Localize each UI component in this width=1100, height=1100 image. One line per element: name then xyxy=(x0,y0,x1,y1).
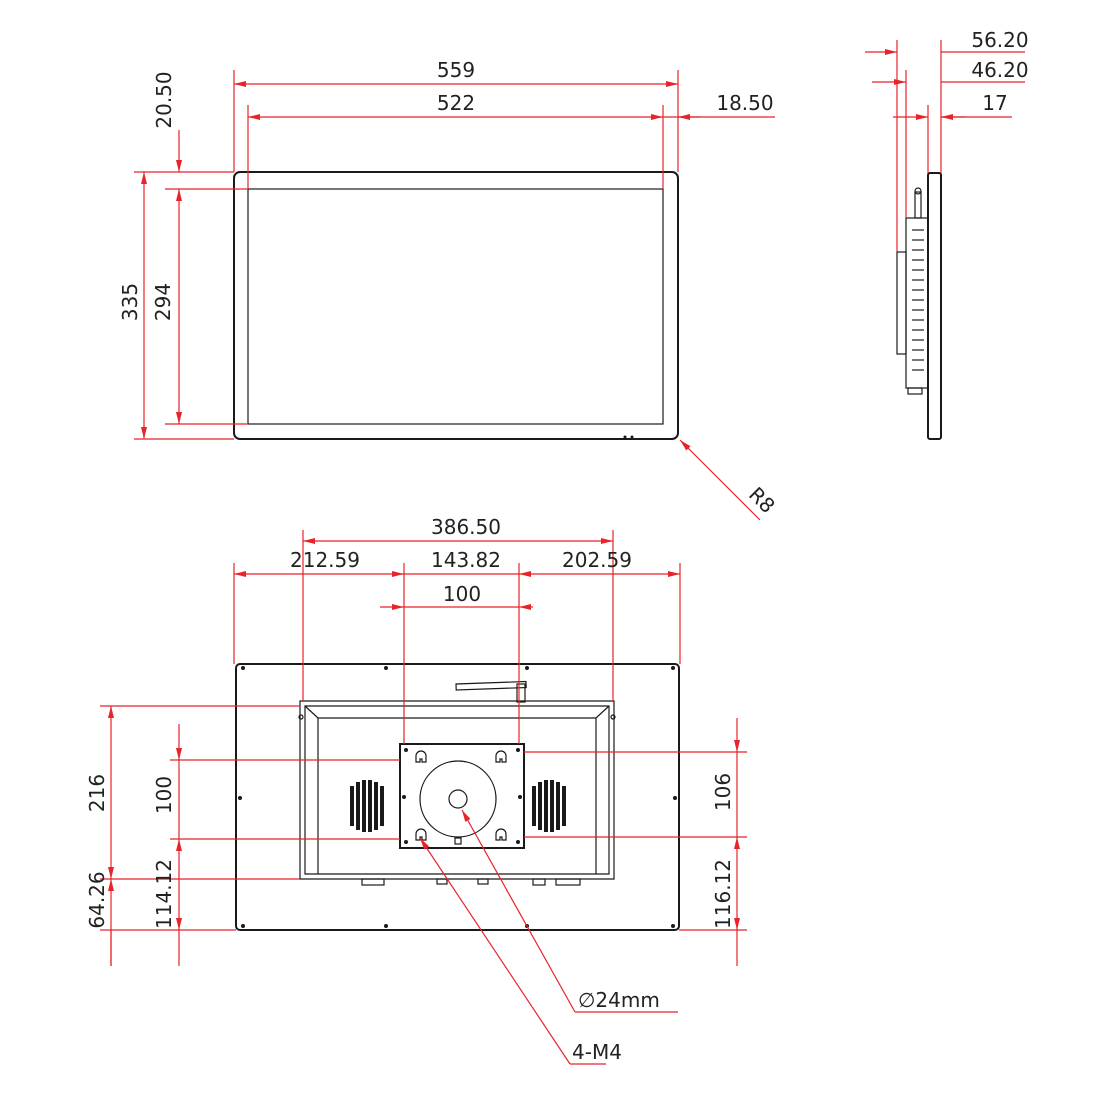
dim-total-depth: 56.20 xyxy=(971,28,1028,52)
side-body xyxy=(905,217,929,389)
front-indicator-led-2 xyxy=(630,435,634,439)
vesa-center-disc xyxy=(419,760,497,838)
front-view: 559 522 18.50 20.50 335 294 R8 xyxy=(118,58,780,521)
dim-vesa-horizontal: 100 xyxy=(443,582,481,606)
leader-hole-diameter xyxy=(461,809,576,1013)
side-antenna-tip xyxy=(914,187,922,195)
dim-line-corner-radius xyxy=(679,439,761,521)
rear-bottom-connectors xyxy=(361,878,581,886)
dim-left-bottom-offset: 64.26 xyxy=(85,871,109,928)
front-screen-area xyxy=(247,188,664,425)
dim-screen-height: 294 xyxy=(151,283,175,321)
dim-bezel-side: 18.50 xyxy=(716,91,773,115)
side-vent-slots xyxy=(912,229,924,371)
leader-screw-spec xyxy=(419,837,571,1065)
dim-outer-width: 559 xyxy=(437,58,475,82)
side-panel xyxy=(927,172,942,440)
rear-frame-screws xyxy=(238,666,677,928)
rear-outer-frame xyxy=(235,663,680,931)
dim-mid-span: 143.82 xyxy=(431,548,501,572)
side-bracket xyxy=(896,251,907,355)
side-connector xyxy=(907,387,923,395)
dim-body-depth: 46.20 xyxy=(971,58,1028,82)
dim-right-offset: 202.59 xyxy=(562,548,632,572)
dim-left-offset: 212.59 xyxy=(290,548,360,572)
rear-view: 386.50 212.59 143.82 202.59 100 216 64.2… xyxy=(85,515,747,1065)
dim-outer-height: 335 xyxy=(118,283,142,321)
dim-corner-radius: R8 xyxy=(744,482,780,518)
front-indicator-led xyxy=(623,435,627,439)
vesa-mount-plate xyxy=(399,743,525,849)
dim-panel-depth: 17 xyxy=(982,91,1007,115)
dim-screen-width: 522 xyxy=(437,91,475,115)
dim-left-lower-offset: 114.12 xyxy=(152,859,176,929)
vesa-center-hole xyxy=(448,789,468,809)
front-outer-frame xyxy=(233,171,679,440)
label-screw-spec: 4-M4 xyxy=(572,1040,622,1064)
rear-back-cover xyxy=(299,700,615,880)
dim-left-vesa-vertical: 100 xyxy=(152,776,176,814)
rear-back-cover-inner xyxy=(304,705,610,875)
side-antenna xyxy=(914,191,922,219)
rear-antenna xyxy=(455,680,527,691)
label-hole-diameter: ∅24mm xyxy=(578,988,660,1012)
dim-left-vertical-total: 216 xyxy=(85,774,109,812)
vesa-screw-holes xyxy=(402,748,522,844)
dim-vesa-span-outer: 386.50 xyxy=(431,515,501,539)
dim-right-vesa-vertical: 106 xyxy=(711,773,735,811)
rear-left-speaker-grille xyxy=(350,780,384,832)
dim-bezel-top: 20.50 xyxy=(152,71,176,128)
side-view: 56.20 46.20 17 xyxy=(865,28,1029,440)
dim-right-lower-offset: 116.12 xyxy=(711,859,735,929)
rear-right-speaker-grille xyxy=(532,780,566,832)
